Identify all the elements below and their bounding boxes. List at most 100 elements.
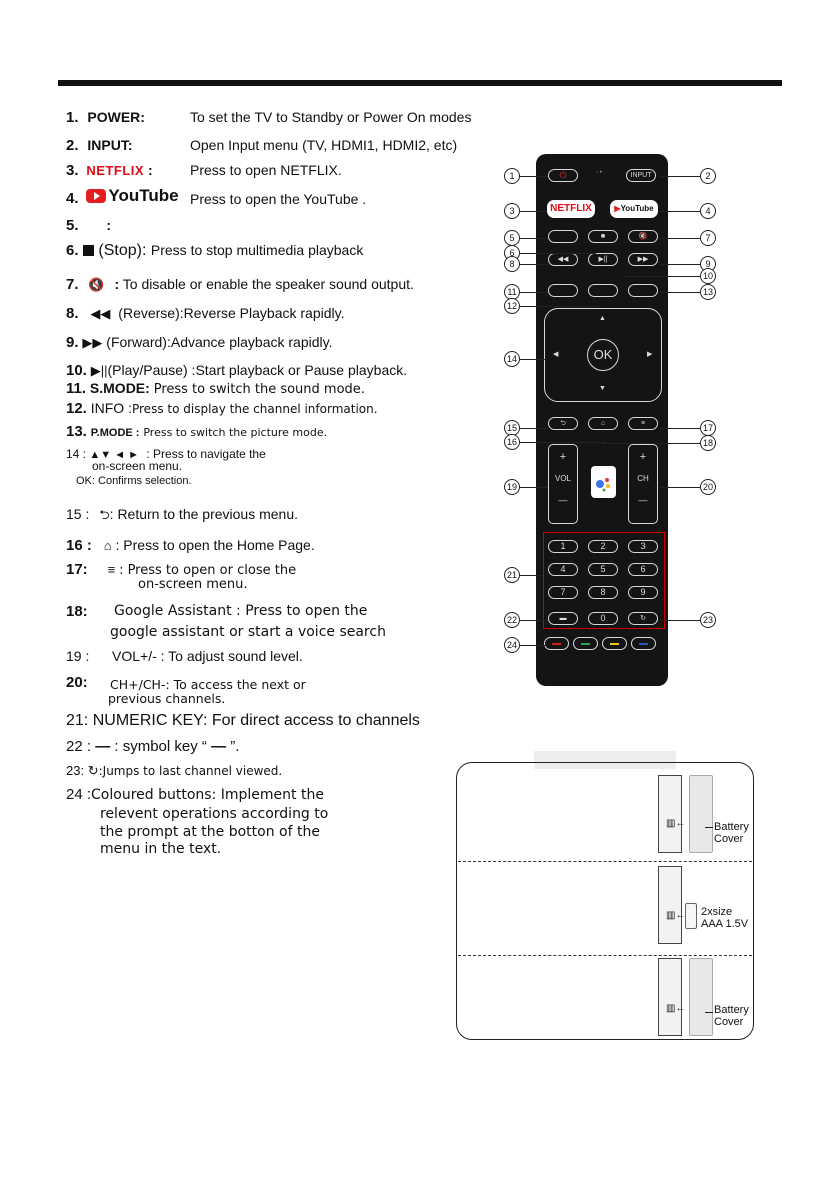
item-key: POWER: (87, 109, 145, 125)
item-number: 23: (66, 763, 85, 778)
youtube-logo-text: YouTube (108, 186, 179, 205)
callout-number: 23 (700, 612, 716, 628)
callout-number: 7 (700, 230, 716, 246)
digit-label: 5 (600, 564, 606, 574)
item-number: 13. (66, 423, 87, 440)
item-number: 11. (66, 380, 87, 397)
callout-leader-line (660, 292, 700, 293)
item-key: S.MODE: (89, 380, 150, 396)
item-key: INPUT: (87, 137, 133, 153)
item-key: (Reverse): (118, 305, 184, 321)
callout-number: 3 (504, 203, 520, 219)
item-number: 14 : (66, 447, 87, 461)
yellow-swatch (610, 643, 619, 645)
battery-cover-label: Battery (714, 1004, 749, 1016)
battery-cover-label: Cover (714, 1016, 744, 1028)
item-mute: 7. 🔇 : To disable or enable the speaker … (66, 276, 414, 293)
callout-leader-line (520, 306, 598, 307)
channel-up-label: + (639, 451, 647, 463)
item-desc: : Press to navigate the (146, 447, 266, 461)
menu-icon: ≡ (640, 420, 646, 427)
item-desc: :Jumps to last channel viewed. (98, 764, 283, 778)
battery-cover-label: Battery (714, 821, 749, 833)
item-desc: Open Input menu (TV, HDMI1, HDMI2, etc) (190, 137, 458, 153)
digit-button: 2 (588, 540, 618, 553)
info-button (588, 284, 618, 297)
callout-number: 18 (700, 435, 716, 451)
callout-leader-line (520, 645, 546, 646)
volume-rocker: + VOL — (548, 444, 578, 524)
leader-line (705, 1012, 713, 1013)
stop-icon (82, 245, 94, 256)
digit-button: 5 (588, 563, 618, 576)
callout-leader-line (520, 359, 545, 360)
rewind-button: ◀◀ (548, 253, 578, 266)
rewind-icon: ◀◀ (90, 306, 111, 321)
item-number: 19 : (66, 648, 90, 664)
callout-leader-line (660, 620, 700, 621)
callout-number: 20 (700, 479, 716, 495)
item-number: 12. (66, 400, 87, 417)
callout-number: 19 (504, 479, 520, 495)
menu-button: ≡ (628, 417, 658, 430)
play-pause-button: ▶|| (588, 253, 618, 266)
callout-leader-line (622, 276, 700, 277)
back-icon: ⮌ (99, 507, 110, 522)
callout-leader-line (660, 487, 700, 488)
indicator-dots: ◦ • (596, 170, 602, 176)
channel-down-label: — (638, 495, 648, 505)
digit-button: 4 (548, 563, 578, 576)
digit-label: 3 (640, 541, 646, 551)
item-desc-line4: menu in the text. (100, 841, 222, 857)
item-number: 6. (66, 242, 79, 259)
down-arrow-icon: ▼ (599, 385, 606, 392)
callout-number: 8 (504, 256, 520, 272)
callout-leader-line (603, 443, 700, 444)
callout-number: 21 (504, 567, 520, 583)
youtube-button-label: ▶YouTube (611, 201, 657, 217)
item-channel: 20: (66, 674, 88, 691)
leader-line (705, 827, 713, 828)
callout-number: 10 (700, 268, 716, 284)
digit-label: 0 (600, 613, 606, 623)
item-youtube: 4. YouTube (66, 186, 179, 207)
item-symbol: 22 : — : symbol key “ — ”. (66, 739, 239, 755)
callout-number: 16 (504, 434, 520, 450)
item-desc: Advance playback rapidly. (170, 334, 333, 350)
item-desc-line2: on-screen menu. (138, 577, 248, 592)
mute-icon: 🔇 (88, 277, 105, 292)
smode-button (548, 284, 578, 297)
digit-button: 1 (548, 540, 578, 553)
netflix-button-label: NETFLIX (550, 203, 592, 214)
item-desc: Coloured buttons: Implement the (91, 787, 324, 803)
item-desc: Press to stop multimedia playback (150, 242, 364, 258)
volume-label: VOL (554, 474, 571, 483)
remote-control: ⏻ ◦ • INPUT NETFLIX ▶YouTube ■ 🔇 ◀◀ ▶|| … (536, 154, 668, 686)
dash-icon: — (211, 738, 227, 755)
item-forward: 9. ▶▶ (Forward):Advance playback rapidly… (66, 334, 332, 351)
item-number: 22 : (66, 738, 92, 755)
item-desc: : Press to open or close the (119, 563, 297, 578)
dash-icon: — (95, 738, 111, 755)
item-5: 5. : (66, 217, 111, 234)
digit-button: 7 (548, 586, 578, 599)
callout-leader-line (520, 253, 596, 254)
digit-label: 8 (600, 587, 606, 597)
menu-icon: ≡ (107, 562, 116, 577)
callout-leader-line (520, 238, 548, 239)
item-last-channel: 23: ↻:Jumps to last channel viewed. (66, 763, 282, 779)
battery-insert-icon: ▥← (666, 910, 686, 921)
volume-up-label: + (559, 451, 567, 463)
callout-leader-line (520, 442, 606, 443)
item-stop: 6. (Stop): Press to stop multimedia play… (66, 242, 363, 259)
item-desc: : Press to open the Home Page. (115, 537, 315, 553)
callout-number: 2 (700, 168, 716, 184)
play-pause-icon: ▶|| (90, 363, 108, 378)
divider (458, 955, 752, 956)
item-numeric: 21: NUMERIC KEY: For direct access to ch… (66, 713, 420, 729)
youtube-play-icon (86, 189, 107, 203)
fast-forward-icon: ▶▶ (637, 256, 649, 263)
item-key: (Play/Pause) : (107, 362, 196, 378)
callout-leader-line (660, 428, 700, 429)
item-number: 17: (66, 561, 88, 578)
